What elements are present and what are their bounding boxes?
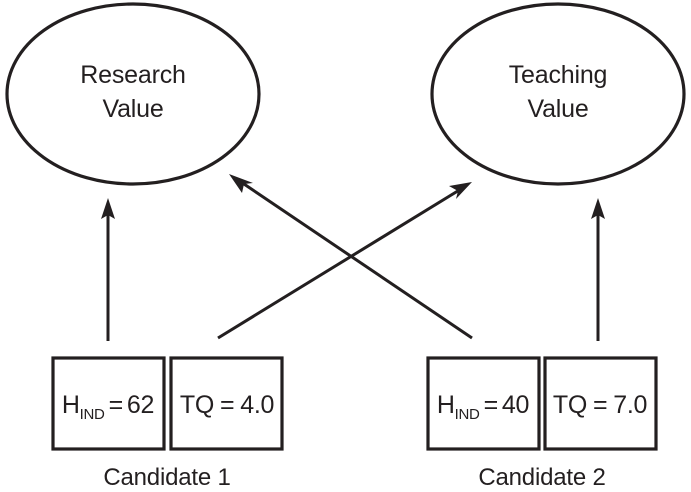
c1-hind-value: 62 (127, 391, 154, 419)
edge-c1-hind-to-research (101, 198, 115, 341)
research-value-label-line2: Value (102, 95, 163, 123)
arrowhead-up-icon (591, 198, 605, 219)
node-research-value[interactable]: Research Value (5, 2, 261, 186)
c1-hind-subscript: IND (80, 406, 105, 423)
c2-hind-box[interactable] (426, 356, 541, 451)
c1-tq-operator: = (220, 391, 234, 419)
arrowhead-up-right-icon (449, 182, 472, 199)
c2-tq-value: 7.0 (613, 391, 647, 419)
edge-line-c2-hind-to-research (240, 180, 473, 340)
c2-hind-label: HIND=40 (437, 391, 529, 423)
caption-candidate-1: Candidate 1 (103, 464, 230, 491)
c2-tq-label: TQ=7.0 (553, 391, 647, 419)
c2-hind-value: 40 (502, 391, 529, 419)
node-c1-tq[interactable]: TQ=4.0 (169, 356, 284, 451)
arrowhead-up-left-icon (229, 174, 253, 193)
c2-tq-variable: TQ (553, 391, 587, 419)
teaching-value-label-line2: Value (527, 95, 588, 123)
node-c2-hind[interactable]: HIND=40 (426, 356, 541, 451)
node-teaching-value[interactable]: Teaching Value (430, 2, 686, 186)
node-c2-tq[interactable]: TQ=7.0 (543, 356, 658, 451)
c1-tq-variable: TQ (180, 391, 214, 419)
edge-c2-hind-to-research (229, 174, 473, 340)
c1-hind-variable: H (62, 391, 80, 419)
c2-tq-operator: = (593, 391, 607, 419)
c2-hind-variable: H (437, 391, 455, 419)
c1-tq-box[interactable] (169, 356, 284, 451)
edge-c1-tq-to-teaching (217, 182, 472, 340)
edge-c2-tq-to-teaching (591, 198, 605, 341)
c1-hind-label: HIND=62 (62, 391, 154, 423)
c2-hind-operator: = (484, 391, 498, 419)
teaching-value-label-line1: Teaching (509, 61, 607, 89)
c1-hind-operator: = (109, 391, 123, 419)
research-value-label-line1: Research (80, 61, 185, 89)
edge-line-c1-tq-to-teaching (217, 187, 462, 340)
teaching-value-ellipse[interactable] (430, 2, 686, 186)
c1-tq-value: 4.0 (240, 391, 274, 419)
node-c1-hind[interactable]: HIND=62 (51, 356, 166, 451)
c2-hind-subscript: IND (455, 406, 480, 423)
arrowhead-up-icon (101, 198, 115, 219)
c2-tq-box[interactable] (543, 356, 658, 451)
c1-tq-label: TQ=4.0 (180, 391, 274, 419)
c1-hind-box[interactable] (51, 356, 166, 451)
research-value-ellipse[interactable] (5, 2, 261, 186)
caption-candidate-2: Candidate 2 (478, 464, 605, 491)
